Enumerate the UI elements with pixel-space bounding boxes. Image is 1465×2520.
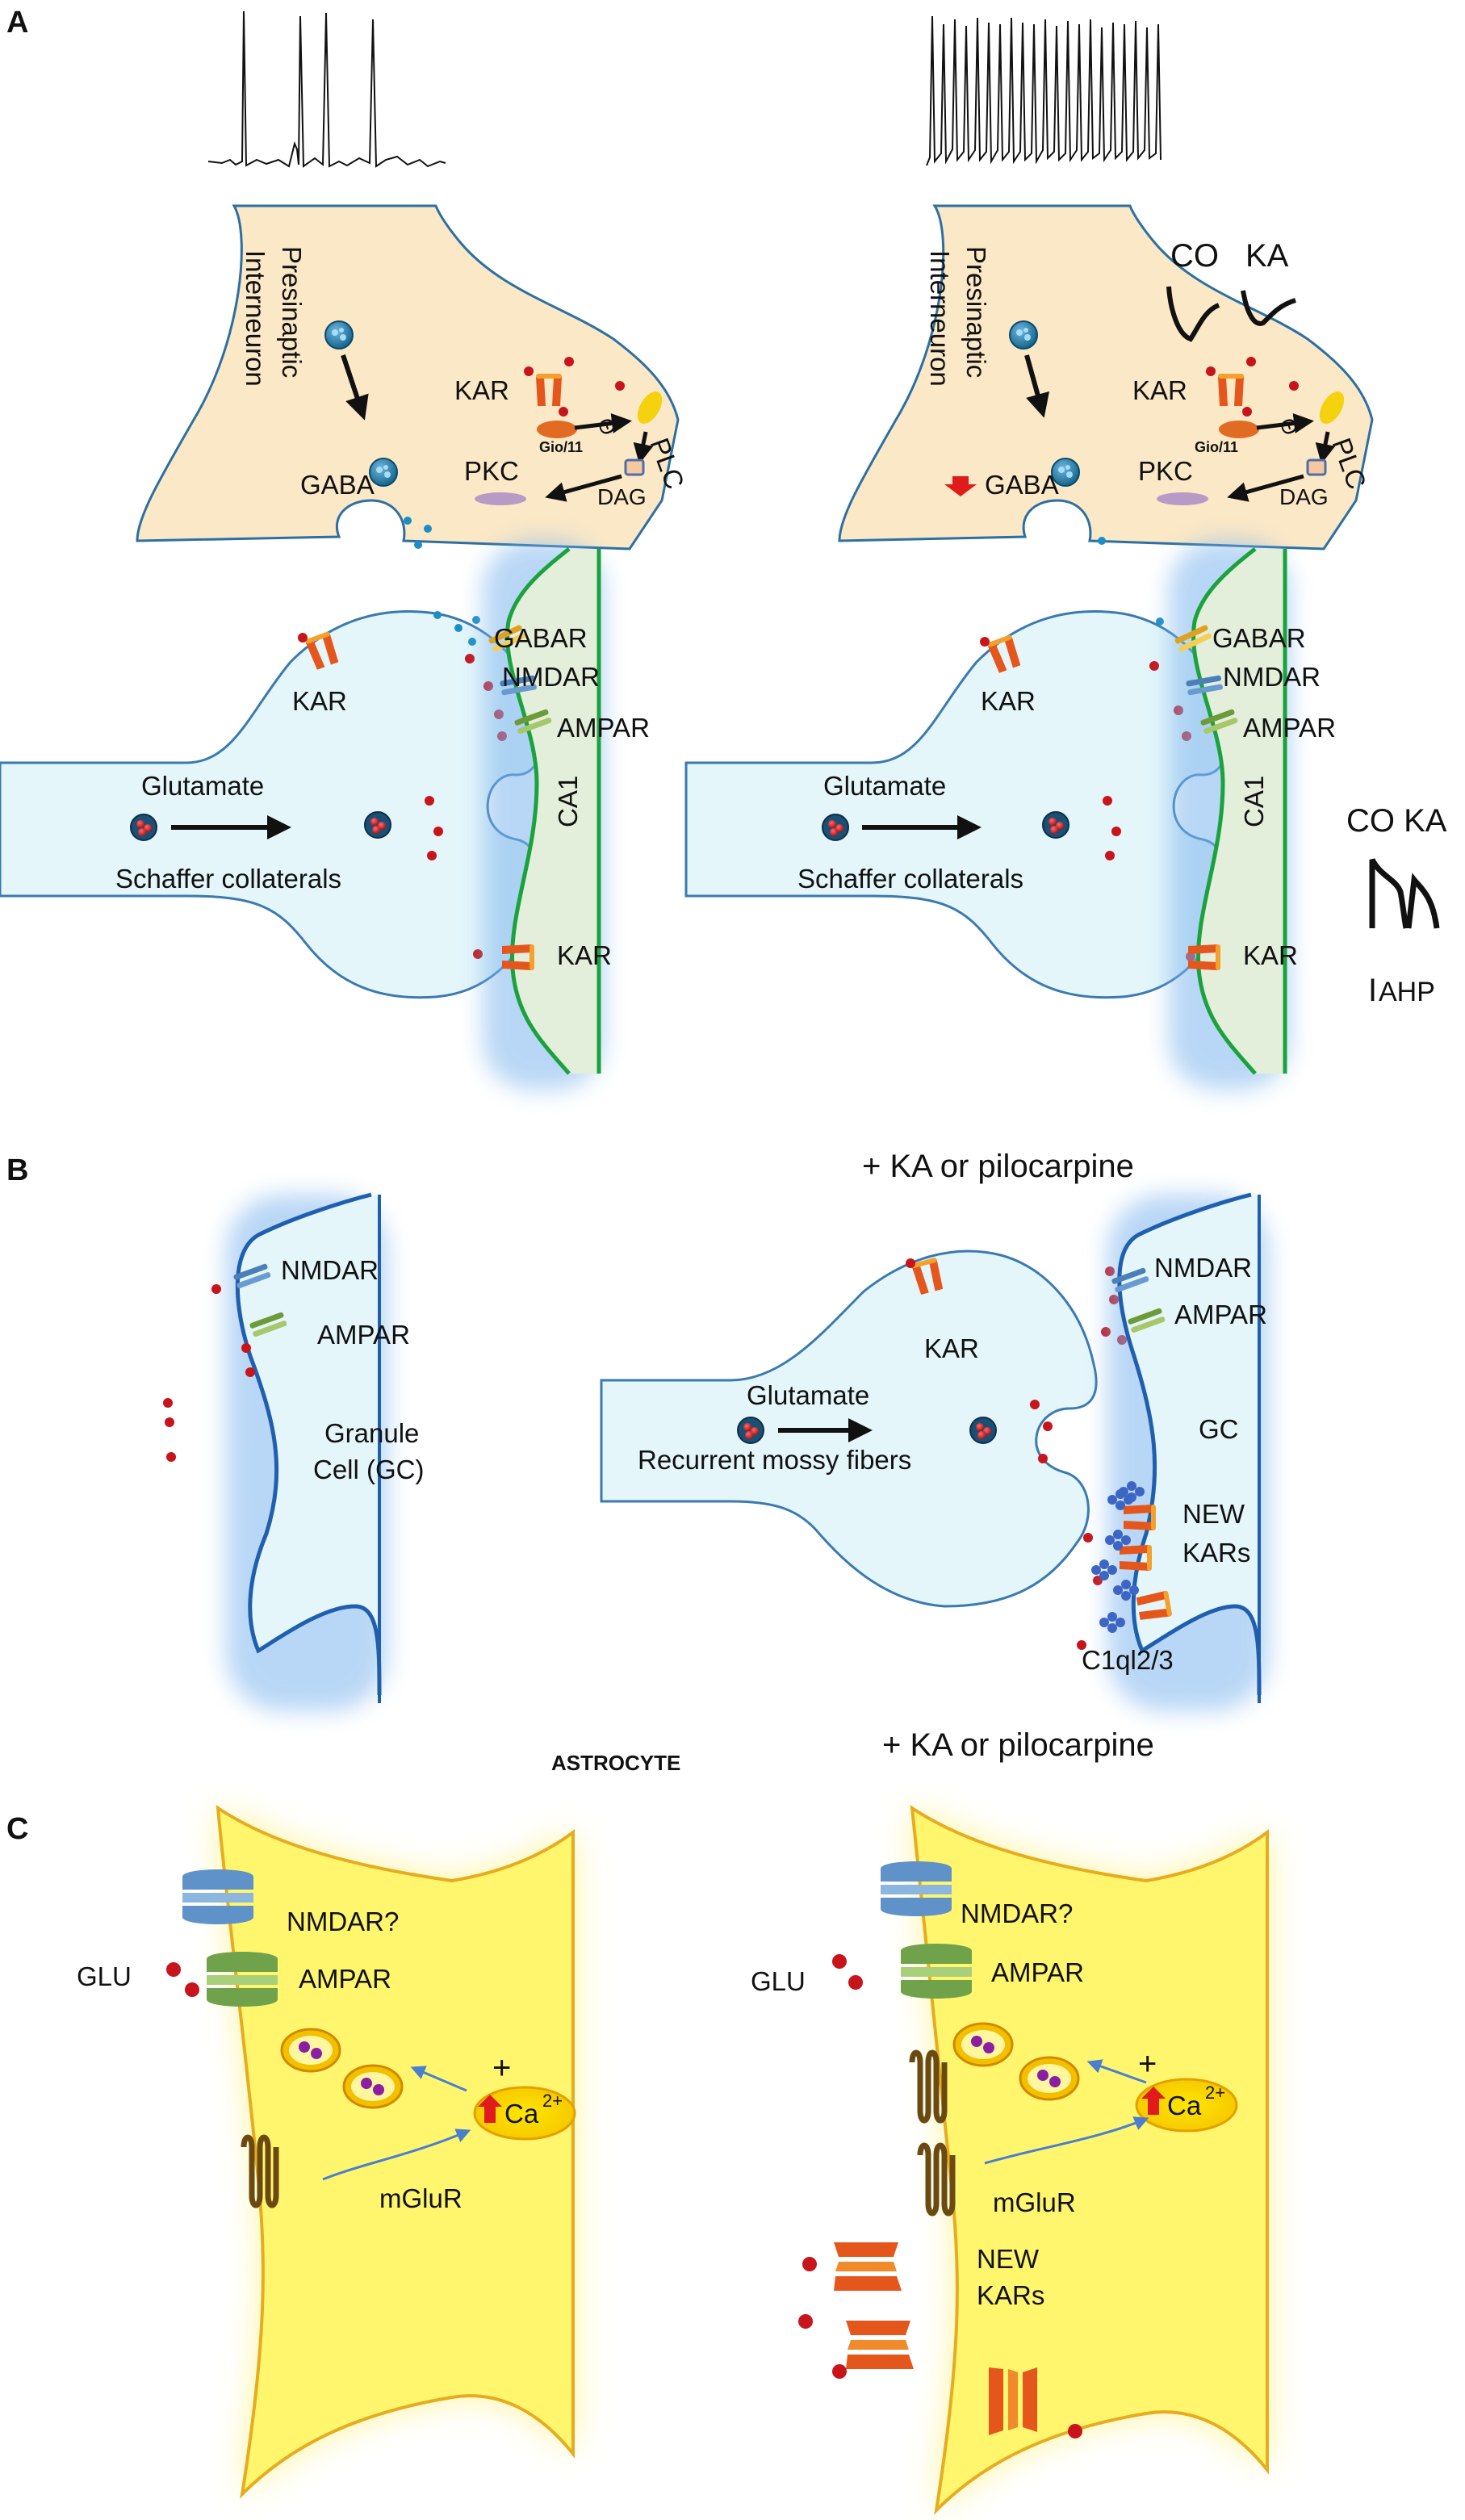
c1ql-label: C1ql2/3	[1082, 1645, 1174, 1675]
gabar-label: GABAR	[494, 623, 588, 653]
astrocyte-right	[910, 1805, 1269, 2515]
iahp-i: I	[1368, 973, 1377, 1008]
panel-c-right: + KA or pilocarpine NMDAR? AMPAR GLU + C…	[751, 1727, 1269, 2515]
ka-label: KA	[1245, 238, 1289, 274]
plus-sign: +	[492, 2050, 511, 2086]
new-kars-label-2: KARs	[1182, 1538, 1250, 1568]
gio-label: Gio/11	[539, 439, 583, 455]
presynaptic-interneuron-right	[838, 204, 1374, 550]
panel-b-label: B	[6, 1153, 28, 1187]
new-kars-label-1: NEW	[1182, 1499, 1245, 1529]
gaba-label: GABA	[985, 470, 1059, 500]
ka-current-trace	[1241, 290, 1296, 326]
ca1-label: CA1	[553, 776, 583, 827]
pkc-label: PKC	[464, 456, 519, 486]
fibers-label: Recurrent mossy fibers	[638, 1445, 911, 1475]
nmdar-label: NMDAR	[1154, 1253, 1252, 1283]
dag-label: DAG	[597, 484, 647, 509]
kar-axon-label: KAR	[292, 686, 347, 716]
co-current-trace	[1166, 286, 1220, 342]
granule-label-1: Granule	[324, 1418, 419, 1448]
ampar-label: AMPAR	[299, 1964, 391, 1994]
interneuron-label: Interneuron	[925, 250, 955, 387]
gc-label: GC	[1199, 1414, 1239, 1444]
nmdar-label: NMDAR	[1223, 662, 1321, 692]
ampar-label: AMPAR	[991, 1957, 1084, 1987]
dag-label: DAG	[1279, 484, 1329, 509]
nmdar-label: NMDAR?	[287, 1907, 399, 1936]
ca-superscript: 2+	[542, 2091, 563, 2111]
glu-label: GLU	[77, 1961, 132, 1991]
increase-arrow-icon	[478, 2095, 502, 2123]
ampar-label: AMPAR	[1243, 713, 1336, 743]
panel-c-title: + KA or pilocarpine	[882, 1727, 1154, 1763]
new-kars-label-1: NEW	[977, 2244, 1040, 2274]
gaba-label: GABA	[300, 470, 375, 500]
glutamate-label: Glutamate	[823, 771, 946, 801]
ca1-label: CA1	[1239, 776, 1269, 827]
decrease-arrow-icon	[944, 476, 977, 496]
ampar-label: AMPAR	[1174, 1300, 1267, 1329]
pkc-label: PKC	[1138, 456, 1193, 486]
ampar-label: AMPAR	[317, 1320, 410, 1350]
kar-post-label: KAR	[1243, 940, 1298, 970]
kar-post-label: KAR	[557, 940, 612, 970]
gabar-label: GABAR	[1212, 623, 1306, 653]
kar-axon-label: KAR	[981, 686, 1036, 716]
schaffer-label: Schaffer collaterals	[797, 864, 1023, 894]
panel-b-right: + KA or pilocarpine KAR Glutamate Recurr…	[600, 1149, 1269, 1711]
kar-label: KAR	[924, 1333, 979, 1363]
granule-label-2: Cell (GC)	[313, 1455, 425, 1484]
panel-a-left: Presinaptic Interneuron GABA KAR Gio/11 …	[0, 204, 690, 1090]
plus-sign: +	[1138, 2046, 1157, 2082]
iahp-sub: AHP	[1379, 977, 1435, 1007]
panel-b-title: + KA or pilocarpine	[862, 1149, 1134, 1184]
co-ka-ahp-label: CO KA	[1346, 803, 1447, 839]
ahp-current-trace	[1369, 858, 1440, 929]
interneuron-label: Interneuron	[241, 250, 270, 387]
schaffer-axon-right	[684, 610, 1229, 999]
spike-trace-right	[926, 15, 1162, 166]
mglur-label: mGluR	[379, 2183, 463, 2213]
glu-label: GLU	[751, 1966, 806, 1996]
astrocyte-left	[216, 1805, 575, 2499]
mglur-label: mGluR	[993, 2187, 1076, 2217]
panel-a-label: A	[6, 6, 28, 40]
panel-c-label: C	[6, 1812, 28, 1846]
panel-a-right: Presinaptic Interneuron GABA CO KA KAR G…	[684, 204, 1447, 1090]
co-label: CO	[1170, 238, 1219, 274]
presynaptic-label: Presinaptic	[961, 246, 991, 378]
presynaptic-interneuron-left	[136, 204, 680, 550]
presynaptic-label: Presinaptic	[277, 246, 307, 378]
gio-label: Gio/11	[1195, 439, 1238, 455]
astrocyte-heading: ASTROCYTE	[551, 1751, 680, 1775]
spike-trace-left	[207, 10, 446, 168]
panel-b-left: NMDAR AMPAR Granule Cell (GC)	[163, 1192, 425, 1711]
new-kars-label-2: KARs	[977, 2280, 1044, 2310]
schaffer-label: Schaffer collaterals	[115, 864, 341, 894]
increase-arrow-icon	[1141, 2087, 1166, 2115]
glutamate-label: Glutamate	[747, 1380, 869, 1410]
ampar-label: AMPAR	[557, 713, 650, 743]
ca-label: Ca	[504, 2099, 539, 2129]
nmdar-label: NMDAR	[281, 1255, 379, 1285]
glutamate-label: Glutamate	[141, 771, 264, 801]
nmdar-label: NMDAR	[502, 662, 600, 692]
ca-superscript: 2+	[1205, 2083, 1225, 2103]
panel-c-left: NMDAR? AMPAR GLU + Ca 2+ mGluR	[77, 1805, 576, 2499]
calcium-ellipse	[1135, 2078, 1238, 2133]
kar-pre-label: KAR	[1132, 375, 1187, 405]
nmdar-label: NMDAR?	[961, 1898, 1073, 1928]
kar-pre-label: KAR	[454, 375, 509, 405]
schaffer-axon-left	[0, 610, 543, 999]
calcium-ellipse	[473, 2086, 576, 2141]
ca-label: Ca	[1167, 2091, 1202, 2120]
